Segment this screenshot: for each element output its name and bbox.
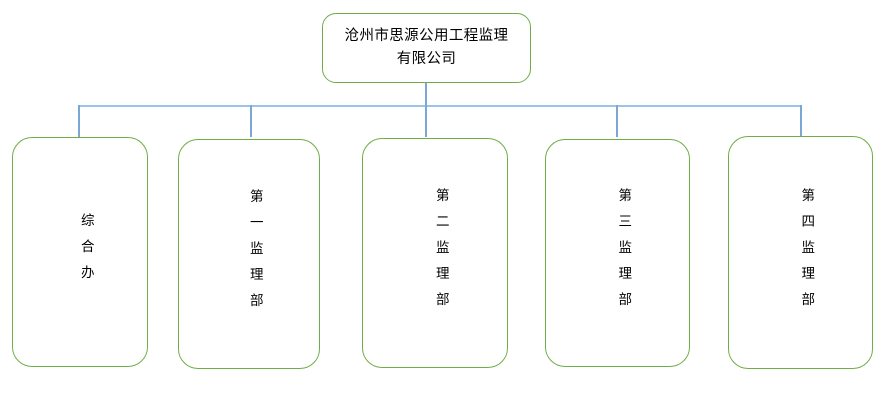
- org-node-child-5[interactable]: 第四监理部: [728, 136, 873, 369]
- org-node-child-5-label: 第四监理部: [798, 187, 815, 318]
- connector-drop-1: [78, 105, 80, 137]
- org-node-child-3[interactable]: 第二监理部: [362, 138, 508, 368]
- org-node-child-4[interactable]: 第三监理部: [545, 139, 690, 367]
- connector-drop-5: [800, 105, 802, 137]
- connector-drop-3: [425, 105, 427, 137]
- org-node-child-2-label: 第一监理部: [246, 189, 263, 319]
- org-node-child-3-label: 第二监理部: [432, 188, 449, 318]
- org-node-child-1[interactable]: 综合办: [12, 137, 148, 367]
- connector-horizontal-bus: [78, 105, 802, 107]
- org-node-child-1-label: 综合办: [77, 213, 94, 291]
- connector-root-stem: [425, 83, 427, 106]
- org-node-root-label: 沧州市思源公用工程监理 有限公司: [344, 28, 509, 67]
- connector-drop-4: [616, 105, 618, 137]
- connector-drop-2: [250, 105, 252, 137]
- org-node-root[interactable]: 沧州市思源公用工程监理 有限公司: [322, 13, 531, 83]
- org-node-child-4-label: 第三监理部: [615, 188, 632, 318]
- org-node-child-2[interactable]: 第一监理部: [178, 139, 320, 369]
